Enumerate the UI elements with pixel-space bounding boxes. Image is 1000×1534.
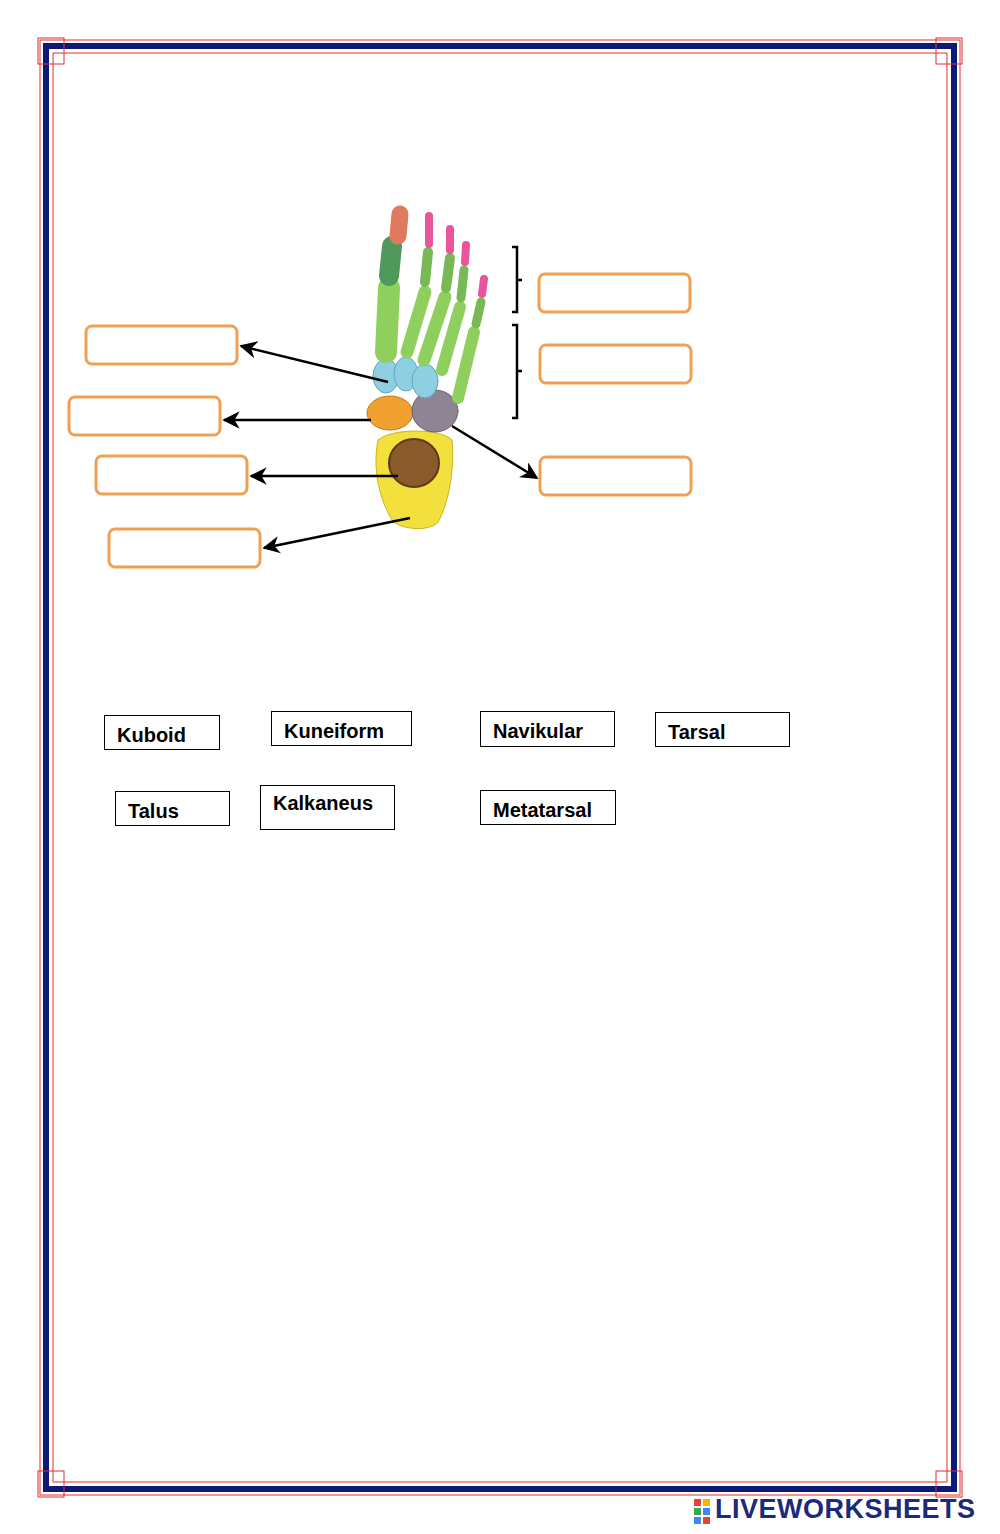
page-border-part bbox=[46, 46, 954, 1489]
word-label: Kuneiform bbox=[284, 719, 384, 743]
leader-arrows bbox=[224, 346, 537, 548]
proximal-phalanges-part bbox=[389, 246, 392, 276]
answer-boxes-part bbox=[109, 529, 260, 567]
proximal-phalanges-part bbox=[461, 270, 464, 298]
proximal-phalanges-part bbox=[446, 258, 450, 288]
leader-arrows-part bbox=[224, 419, 371, 422]
logo-icon-part bbox=[694, 1499, 701, 1506]
proximal-phalanges-part bbox=[425, 252, 428, 282]
answer-boxes bbox=[69, 274, 691, 567]
word-label: Metatarsal bbox=[493, 798, 592, 822]
answer-boxes-part bbox=[539, 274, 690, 312]
answer-boxes-part bbox=[540, 457, 691, 495]
logo-icon-part bbox=[703, 1517, 710, 1524]
metatarsal-bones-part bbox=[407, 292, 425, 352]
distal-phalanges bbox=[398, 214, 484, 294]
page-border bbox=[38, 38, 962, 1497]
leader-arrows-part bbox=[241, 346, 388, 382]
page-border-part bbox=[936, 1471, 962, 1497]
metatarsal-bones-part bbox=[458, 332, 474, 398]
distal-phalanges-part bbox=[465, 245, 466, 262]
page-border-part bbox=[40, 40, 960, 1495]
distal-phalanges-part bbox=[482, 279, 484, 294]
foot-skeleton bbox=[367, 214, 484, 529]
leader-arrows-part bbox=[264, 518, 410, 548]
metatarsal-bones bbox=[386, 288, 474, 398]
answer-boxes-part bbox=[86, 326, 237, 364]
talus-bone bbox=[389, 439, 439, 487]
distal-phalanges-part bbox=[425, 216, 433, 244]
word-label: Talus bbox=[128, 799, 179, 823]
word-card: Kalkaneus bbox=[260, 785, 395, 830]
word-card: Kuboid bbox=[104, 715, 220, 750]
word-label: Navikular bbox=[493, 719, 583, 743]
word-card: Kuneiform bbox=[271, 711, 412, 746]
proximal-phalanges bbox=[389, 246, 481, 324]
logo-icon-part bbox=[694, 1508, 701, 1515]
answer-boxes-part bbox=[540, 345, 691, 383]
logo-icon-part bbox=[703, 1508, 710, 1515]
bracket-marks-part bbox=[512, 247, 522, 312]
answer-boxes-part bbox=[96, 456, 247, 494]
word-card: Tarsal bbox=[655, 712, 790, 747]
distal-phalanges-part bbox=[446, 229, 454, 250]
navicular-bone bbox=[367, 396, 413, 430]
logo-icon bbox=[694, 1499, 710, 1524]
answer-boxes-part bbox=[69, 397, 220, 435]
logo-icon-part bbox=[694, 1517, 701, 1524]
watermark-text: LIVEWORKSHEETS bbox=[715, 1494, 976, 1525]
distal-phalanges-part bbox=[398, 214, 400, 236]
word-label: Kalkaneus bbox=[273, 791, 373, 815]
page-border-part bbox=[936, 38, 962, 64]
cuneiform-bone bbox=[412, 364, 438, 398]
metatarsal-bones-part bbox=[442, 307, 460, 370]
word-card: Metatarsal bbox=[480, 790, 616, 825]
bracket-marks-part bbox=[512, 325, 522, 418]
calcaneus-bone bbox=[376, 431, 453, 529]
word-card: Talus bbox=[115, 791, 230, 826]
leader-arrows-part bbox=[452, 426, 537, 478]
proximal-phalanges-part bbox=[476, 302, 481, 324]
leader-arrows-part bbox=[251, 475, 398, 478]
page-border-part bbox=[38, 1471, 64, 1497]
word-card: Navikular bbox=[480, 711, 615, 747]
word-label: Kuboid bbox=[117, 723, 186, 747]
word-label: Tarsal bbox=[668, 720, 725, 744]
metatarsal-bones-part bbox=[386, 288, 389, 352]
page-border-part bbox=[38, 38, 64, 64]
page-border-part bbox=[53, 53, 947, 1482]
logo-icon-part bbox=[703, 1499, 710, 1506]
bracket-marks bbox=[512, 247, 522, 418]
